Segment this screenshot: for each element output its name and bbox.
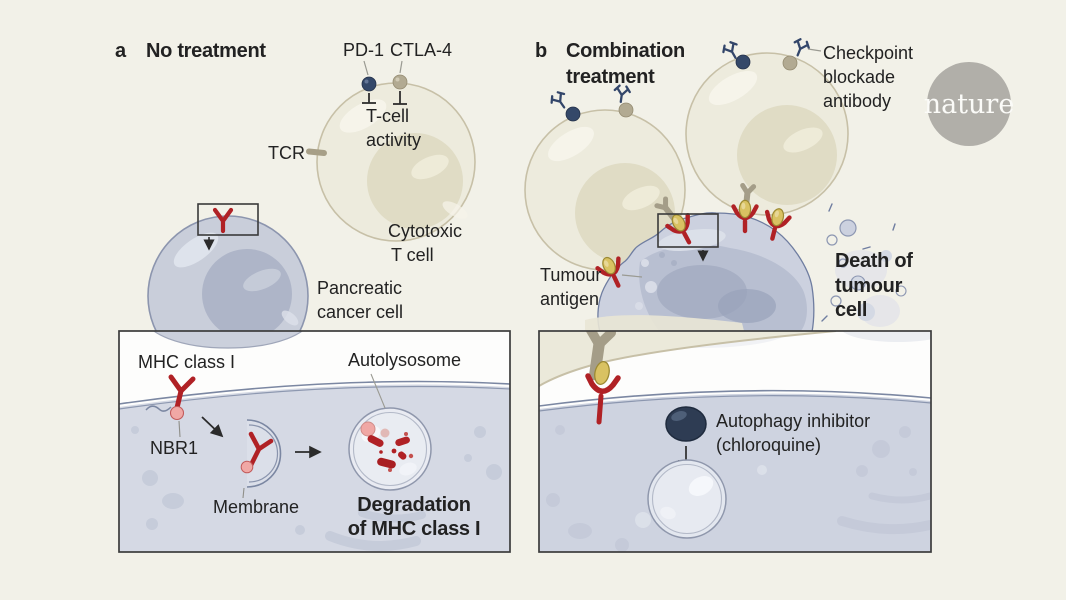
pd1-connector-line [363, 60, 369, 76]
nature-logo: nature [924, 62, 1015, 146]
autophagosome-vesicle-icon [647, 459, 727, 539]
membrane-line-inner-b [539, 395, 931, 412]
checkpoint-label-line3: antibody [823, 91, 891, 111]
ctla4-label: CTLA-4 [390, 40, 452, 60]
autophagy-inhibitor-label-line1: Autophagy inhibitor [716, 411, 870, 431]
autolysosome-label: Autolysosome [348, 350, 461, 370]
death-label-line2: tumour [835, 275, 903, 297]
autolysosome-icon [348, 407, 432, 491]
cell-debris [821, 203, 907, 327]
degradation-label-line1: Degradation [357, 494, 470, 516]
pd1-inhibition-icon [362, 93, 376, 104]
panel-b-label: b [535, 40, 547, 62]
tcr-label: TCR [268, 143, 305, 163]
panel-b-scene [524, 36, 907, 333]
nbr1-dot-engulfed-icon [240, 460, 254, 474]
pd1-label: PD-1 [343, 40, 384, 60]
cytotoxic-t-cell-icon [316, 82, 476, 242]
membrane-label: Membrane [213, 497, 299, 517]
inset-a-border [118, 330, 511, 553]
chloroquine-icon [665, 406, 707, 442]
membrane-line-outer-b [539, 389, 931, 407]
membrane-squiggle [145, 405, 172, 412]
pd1-dot-icon [361, 76, 377, 92]
phagophore-membrane-icon [246, 419, 282, 488]
tcr-icon [306, 148, 327, 156]
checkpoint-connector-line [807, 48, 822, 52]
pancreatic-label-line2: cancer cell [317, 302, 403, 322]
inset-b-content [539, 331, 931, 552]
nbr1-label: NBR1 [150, 438, 198, 458]
pancreatic-label-line1: Pancreatic [317, 278, 402, 298]
tumour-antigen-label-line2: antigen [540, 289, 599, 309]
t-cell-membrane-edge [539, 331, 837, 387]
tumour-antigen-connector-line [621, 274, 643, 278]
pd1-dot-icon [735, 54, 751, 70]
cancer-cell-bottom [152, 331, 304, 349]
autolysosome-connector-line [370, 373, 386, 409]
t-cell-membrane-band [539, 331, 836, 386]
checkpoint-label-line2: blockade [823, 67, 895, 87]
tcell-activity-line2: activity [366, 130, 421, 150]
cell-interior-b [539, 393, 931, 552]
checkpoint-label-line1: Checkpoint [823, 43, 913, 63]
zoom-box-a [197, 203, 259, 236]
panel-b-title-line2: treatment [566, 66, 655, 88]
t-cell-fragment [585, 315, 744, 331]
panel-b-title-line1: Combination [566, 40, 685, 62]
nature-logo-text: nature [924, 89, 1015, 120]
tumour-antigen-icon [594, 361, 610, 385]
autophagy-inhibitor-label-line2: (chloroquine) [716, 435, 821, 455]
nbr1-dot-icon [169, 405, 185, 421]
ctla4-dot-icon [392, 74, 408, 90]
mhc-receptor-icon [212, 207, 234, 234]
inset-a-content [119, 331, 510, 552]
ctla4-connector-line [399, 60, 403, 74]
mhc-class-i-label: MHC class I [138, 352, 235, 372]
nbr1-connector-line [178, 420, 181, 438]
ctla4-dot-icon [618, 102, 634, 118]
cytotoxic-label-line1: Cytotoxic [388, 221, 462, 241]
pd1-dot-icon [565, 106, 581, 122]
membrane-line-outer-a [119, 380, 510, 405]
ctla4-dot-icon [782, 55, 798, 71]
membrane-line-inner-a [119, 385, 510, 410]
ctla4-inhibition-icon [393, 91, 407, 105]
membrane-connector-line [242, 487, 245, 499]
panel-a-label: a [115, 40, 127, 62]
dying-tumour-cell-icon [597, 212, 815, 333]
death-label-line3: cell [835, 299, 867, 321]
t-cell-left-icon [524, 109, 686, 271]
organelles-a [131, 426, 502, 551]
panel-a-title: No treatment [146, 40, 266, 62]
dying-cell-bottom [842, 331, 931, 342]
t-cell-right-icon [685, 52, 849, 216]
inset-b-border [538, 330, 932, 553]
organelles-b [546, 425, 931, 552]
death-label-line1: Death of [835, 250, 913, 272]
arrow-to-membrane [201, 416, 224, 438]
mhc-receptor-inset-b-icon [585, 373, 621, 425]
tcell-activity-line1: T-cell [366, 106, 409, 126]
zoom-box-b [657, 213, 719, 248]
degradation-label-line2: of MHC class I [348, 518, 481, 540]
cytotoxic-label-line2: T cell [391, 245, 434, 265]
tumour-antigen-label-line1: Tumour [540, 265, 601, 285]
